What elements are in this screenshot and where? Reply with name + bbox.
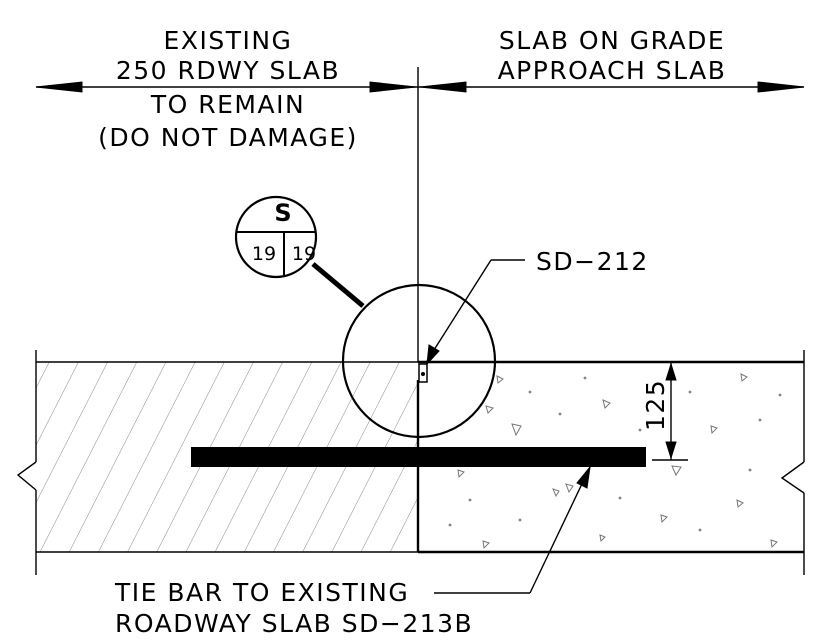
dimension-value: 125 [641,379,670,431]
detail-enlargement-circle [341,283,497,439]
approach-slab-concrete-pattern [448,373,782,550]
new-label-line-1: SLAB ON GRADE [499,26,725,55]
detail-marker-bubble [234,195,365,308]
tie-bar-leader [434,465,591,594]
existing-label-line-4: (DO NOT DAMAGE) [98,123,358,152]
tie-bar-label-line-1: TIE BAR TO EXISTING [114,578,409,607]
approach-slab-label: SLAB ON GRADE APPROACH SLAB [498,26,727,85]
thickness-dimension [652,362,688,461]
joint-callout-leader [426,259,525,366]
existing-slab-label: EXISTING 250 RDWY SLAB TO REMAIN (DO NOT… [98,26,358,152]
existing-label-line-3: TO REMAIN [150,90,305,119]
detail-marker-right-number: 19 [292,243,316,265]
slab-outlines [16,350,805,575]
joint-callout-label: SD−212 [536,247,649,276]
existing-label-line-1: EXISTING [164,26,293,55]
tie-bar-label-line-2: ROADWAY SLAB SD−213B [115,609,473,638]
detail-marker-left-number: 19 [252,243,276,265]
extent-arrows [35,81,805,93]
detail-marker-letter: S [274,199,291,227]
joint-seal-block [418,363,428,383]
tie-bar-label: TIE BAR TO EXISTING ROADWAY SLAB SD−213B [114,578,473,638]
tie-bar [191,447,646,467]
existing-label-line-2: 250 RDWY SLAB [116,56,340,85]
new-label-line-2: APPROACH SLAB [498,56,727,85]
